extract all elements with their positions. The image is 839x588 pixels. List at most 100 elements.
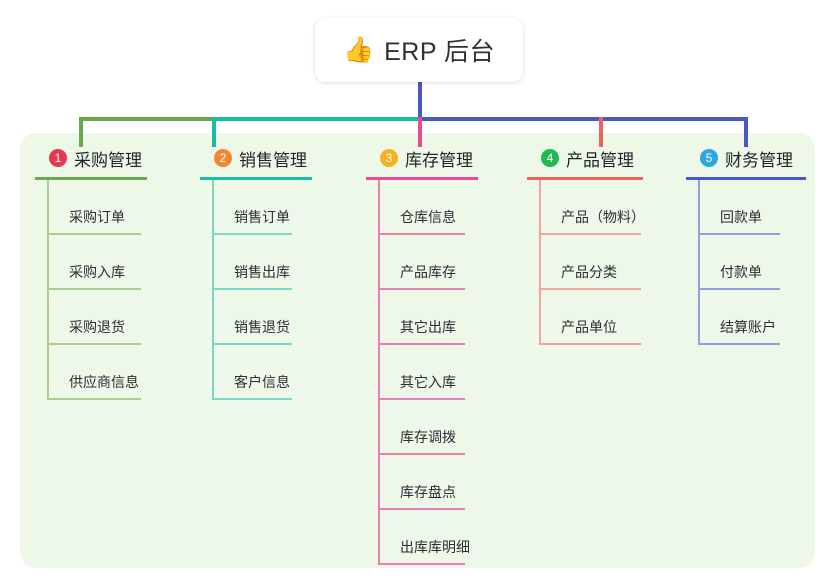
branch-title-3: 库存管理 [405, 150, 473, 170]
leaf-node[interactable]: 产品（物料） [541, 180, 687, 235]
leaf-label: 结算账户 [720, 319, 776, 335]
leaf-node[interactable]: 采购订单 [49, 180, 185, 235]
branch-title-5: 财务管理 [725, 150, 793, 170]
connector-bar-right [418, 117, 748, 121]
leaf-label: 出库库明细 [400, 539, 470, 555]
branch-badge-1: 1 [49, 149, 67, 167]
leaf-node[interactable]: 销售订单 [214, 180, 350, 235]
leaf-label: 产品单位 [561, 319, 617, 335]
leaf-node[interactable]: 结算账户 [700, 290, 836, 345]
branch-title-2: 销售管理 [239, 150, 307, 170]
branch-title-4: 产品管理 [566, 150, 634, 170]
leaf-node[interactable]: 产品库存 [380, 235, 516, 290]
leaf-label: 销售订单 [234, 209, 290, 225]
diagram-panel [20, 133, 815, 568]
leaf-label: 产品分类 [561, 264, 617, 280]
connector-stem-2 [212, 117, 216, 147]
leaf-underline [700, 343, 780, 345]
connector-bar-left [79, 117, 215, 121]
leaf-underline [700, 288, 780, 290]
leaf-node[interactable]: 付款单 [700, 235, 836, 290]
leaf-label: 产品（物料） [561, 209, 645, 225]
branch-badge-5: 5 [700, 149, 718, 167]
connector-stem-5 [744, 117, 748, 147]
leaf-node[interactable]: 销售退货 [214, 290, 350, 345]
leaf-label: 采购订单 [69, 209, 125, 225]
branch-header-2[interactable]: 2 销售管理 [200, 146, 350, 170]
leaf-underline [214, 343, 292, 345]
leaf-underline [380, 563, 465, 565]
leaf-underline [380, 288, 465, 290]
branch-spine-5 [698, 180, 700, 345]
leaf-label: 仓库信息 [400, 209, 456, 225]
leaf-underline [49, 398, 141, 400]
leaf-underline [380, 453, 465, 455]
branch-header-5[interactable]: 5 财务管理 [686, 146, 836, 170]
connector-bar-middle [215, 117, 418, 121]
branch-title-1: 采购管理 [74, 150, 142, 170]
leaf-underline [380, 343, 465, 345]
leaf-underline [49, 233, 141, 235]
branch-items-5: 回款单付款单结算账户 [686, 180, 836, 345]
leaf-underline [380, 508, 465, 510]
branch-badge-4: 4 [541, 149, 559, 167]
leaf-underline [214, 233, 292, 235]
leaf-node[interactable]: 采购退货 [49, 290, 185, 345]
branch-header-4[interactable]: 4 产品管理 [527, 146, 687, 170]
root-node[interactable]: 👍 ERP 后台 [315, 18, 523, 82]
leaf-underline [541, 288, 641, 290]
branch-column-1: 1 采购管理采购订单采购入库采购退货供应商信息 [35, 146, 185, 400]
leaf-label: 库存盘点 [400, 484, 456, 500]
leaf-label: 其它出库 [400, 319, 456, 335]
root-connector-stem [418, 82, 422, 120]
leaf-node[interactable]: 回款单 [700, 180, 836, 235]
branch-column-4: 4 产品管理产品（物料） 产品分类产品单位 [527, 146, 687, 345]
branch-underline-1 [35, 177, 147, 180]
leaf-label: 产品库存 [400, 264, 456, 280]
branch-header-1[interactable]: 1 采购管理 [35, 146, 185, 170]
leaf-underline [541, 233, 641, 235]
connector-stem-4 [599, 117, 603, 147]
branch-items-1: 采购订单采购入库采购退货供应商信息 [35, 180, 185, 400]
leaf-underline [214, 398, 292, 400]
leaf-node[interactable]: 供应商信息 [49, 345, 185, 400]
branch-spine-1 [47, 180, 49, 400]
branch-items-3: 仓库信息产品库存其它出库其它入库库存调拨库存盘点出库库明细 [366, 180, 516, 565]
branch-underline-2 [200, 177, 312, 180]
leaf-label: 付款单 [720, 264, 762, 280]
branch-underline-3 [366, 177, 478, 180]
leaf-node[interactable]: 客户信息 [214, 345, 350, 400]
leaf-node[interactable]: 库存调拨 [380, 400, 516, 455]
leaf-label: 采购退货 [69, 319, 125, 335]
branch-spine-4 [539, 180, 541, 345]
leaf-label: 销售退货 [234, 319, 290, 335]
branch-underline-4 [527, 177, 643, 180]
branch-underline-5 [686, 177, 806, 180]
branch-column-5: 5 财务管理回款单付款单结算账户 [686, 146, 836, 345]
leaf-label: 客户信息 [234, 374, 290, 390]
leaf-node[interactable]: 仓库信息 [380, 180, 516, 235]
thumbs-up-icon: 👍 [342, 35, 375, 64]
leaf-underline [49, 288, 141, 290]
leaf-label: 库存调拨 [400, 429, 456, 445]
leaf-node[interactable]: 其它入库 [380, 345, 516, 400]
branch-spine-3 [378, 180, 380, 565]
leaf-node[interactable]: 库存盘点 [380, 455, 516, 510]
leaf-node[interactable]: 销售出库 [214, 235, 350, 290]
connector-stem-1 [79, 117, 83, 147]
leaf-label: 其它入库 [400, 374, 456, 390]
leaf-node[interactable]: 采购入库 [49, 235, 185, 290]
leaf-node[interactable]: 产品单位 [541, 290, 687, 345]
leaf-label: 供应商信息 [69, 374, 139, 390]
branch-items-4: 产品（物料） 产品分类产品单位 [527, 180, 687, 345]
branch-badge-2: 2 [214, 149, 232, 167]
branch-column-2: 2 销售管理销售订单销售出库销售退货客户信息 [200, 146, 350, 400]
leaf-node[interactable]: 其它出库 [380, 290, 516, 345]
leaf-node[interactable]: 产品分类 [541, 235, 687, 290]
leaf-node[interactable]: 出库库明细 [380, 510, 516, 565]
connector-stem-3 [418, 117, 422, 147]
leaf-underline [214, 288, 292, 290]
leaf-underline [380, 233, 465, 235]
